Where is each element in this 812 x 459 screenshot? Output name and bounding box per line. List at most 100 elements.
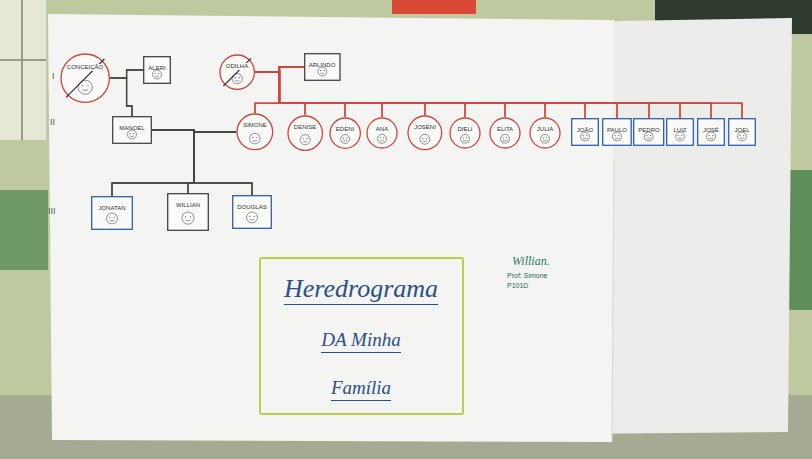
face-eye xyxy=(249,216,250,217)
face-eye xyxy=(343,137,344,138)
sheet-edge xyxy=(612,160,614,440)
generation-number: II xyxy=(50,117,55,127)
female-circle: EDENI xyxy=(329,117,361,149)
face-eye xyxy=(583,135,584,136)
person-outline xyxy=(489,117,521,149)
face-eye xyxy=(254,216,255,217)
male-square: ARLINDO xyxy=(304,53,341,81)
face-eye xyxy=(323,70,324,71)
face-mouth xyxy=(110,220,114,222)
face-doodle xyxy=(340,134,349,143)
face-eye xyxy=(320,70,321,71)
face-eye xyxy=(466,137,467,138)
face-eye xyxy=(87,85,88,86)
face-eye xyxy=(306,138,307,139)
descent-line xyxy=(127,70,143,116)
face-eye xyxy=(463,137,464,138)
square-outline xyxy=(233,196,272,229)
face-eye xyxy=(130,133,131,134)
face-eye xyxy=(252,137,253,138)
face-mouth xyxy=(380,140,384,142)
face-doodle xyxy=(107,213,118,224)
face-mouth xyxy=(543,140,547,142)
square-outline xyxy=(113,117,152,144)
circle-outline xyxy=(367,118,397,148)
person-outline xyxy=(329,117,361,149)
face-eye xyxy=(586,135,587,136)
male-square: PAULO xyxy=(602,118,632,146)
face-mouth xyxy=(320,73,324,75)
face-eye xyxy=(190,216,191,217)
person-name: JONATAN xyxy=(97,205,126,212)
face-mouth xyxy=(250,219,254,221)
male-square: JOEL xyxy=(728,118,756,146)
square-outline xyxy=(603,119,632,146)
face-eye xyxy=(109,217,110,218)
square-outline xyxy=(304,54,339,81)
descent-line xyxy=(255,72,465,117)
face-mouth xyxy=(82,89,88,91)
face-eye xyxy=(346,137,347,138)
person-name: JOSENI xyxy=(413,124,437,131)
face-eye xyxy=(615,135,616,136)
circle-outline xyxy=(237,114,273,150)
face-mouth xyxy=(235,80,239,82)
male-square: JONATAN xyxy=(91,196,133,230)
student-note: P101D xyxy=(507,282,528,289)
circle-outline xyxy=(61,54,109,102)
square-outline xyxy=(667,119,694,146)
person-outline xyxy=(287,115,323,151)
person-name: DIELI xyxy=(456,126,473,133)
face-mouth xyxy=(303,141,307,143)
face-eye xyxy=(133,133,134,134)
descent-line xyxy=(279,67,585,118)
person-name: JOEL xyxy=(733,127,750,134)
person-outline xyxy=(91,196,133,230)
circle-outline xyxy=(408,116,442,150)
descent-line xyxy=(255,72,505,117)
person-name: PAULO xyxy=(606,127,628,134)
face-doodle xyxy=(318,67,327,76)
person-outline xyxy=(529,117,561,149)
circle-outline xyxy=(330,118,360,148)
face-mouth xyxy=(709,138,713,140)
female-circle: DIELI xyxy=(449,117,481,149)
circle-outline xyxy=(490,118,520,148)
face-mouth xyxy=(130,136,134,138)
person-name: LUIZ xyxy=(672,127,687,134)
face-doodle xyxy=(128,130,137,139)
person-name: SIMONE xyxy=(242,122,268,129)
face-eye xyxy=(503,137,504,138)
person-name: DENISE xyxy=(293,124,317,131)
person-name: PEDRO xyxy=(637,127,660,134)
person-name: WILLIAN xyxy=(175,202,201,209)
face-eye xyxy=(543,137,544,138)
face-doodle xyxy=(461,134,470,143)
descent-line xyxy=(110,78,132,116)
face-mouth xyxy=(678,138,682,140)
square-outline xyxy=(729,119,756,146)
face-mouth xyxy=(583,138,587,140)
person-name: DOUGLAS xyxy=(236,204,267,211)
face-doodle xyxy=(378,134,387,143)
generation-number: I xyxy=(52,71,55,81)
face-doodle xyxy=(676,132,685,141)
face-mouth xyxy=(186,220,191,222)
face-eye xyxy=(380,137,381,138)
descent-line xyxy=(279,67,711,118)
male-square: WILLIAN xyxy=(167,193,209,231)
female-circle: DENISE xyxy=(287,115,323,151)
face-mouth xyxy=(155,76,159,78)
female-circle: ANA xyxy=(366,117,398,149)
descent-line xyxy=(279,67,305,115)
person-name: ELITA xyxy=(496,126,514,133)
square-outline xyxy=(92,197,133,230)
circle-outline xyxy=(450,118,480,148)
female-circle: JOSENI xyxy=(407,115,443,151)
person-outline xyxy=(219,54,255,90)
window xyxy=(0,0,46,140)
face-mouth xyxy=(423,141,427,143)
face-eye xyxy=(426,138,427,139)
person-outline xyxy=(236,113,274,151)
face-eye xyxy=(422,138,423,139)
